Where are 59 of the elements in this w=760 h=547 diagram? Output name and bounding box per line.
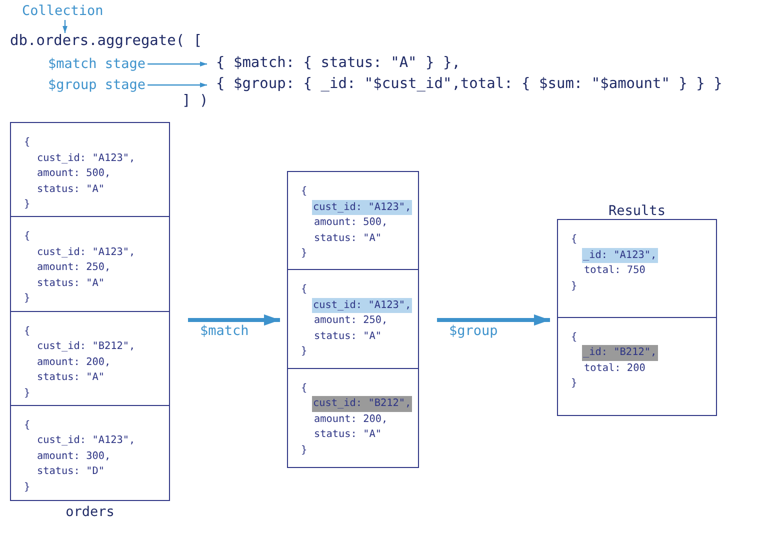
code-text: status: "A"	[37, 276, 104, 291]
code-text: total: 750	[584, 264, 646, 278]
code-text: status: "A"	[314, 428, 382, 442]
code-text: }	[301, 444, 308, 458]
code-text: amount: 300,	[37, 450, 111, 464]
panel-heading: orders	[64, 504, 116, 520]
code-text: }	[24, 480, 30, 495]
code-text: {	[24, 230, 30, 244]
highlighted-field: _id: "B212",	[582, 345, 658, 360]
code-text: status: "A"	[37, 371, 104, 385]
code-text: }	[24, 386, 30, 400]
code-text: amount: 200,	[314, 412, 388, 427]
code-text: {	[301, 185, 308, 199]
code-text: status: "A"	[314, 232, 382, 246]
arrow	[62, 20, 68, 33]
code-text: ] )	[182, 93, 208, 109]
code-text: {	[24, 418, 30, 433]
code-text: cust_id: "A123",	[37, 152, 136, 166]
code-text: }	[571, 377, 578, 391]
code-text: status: "A"	[314, 330, 382, 344]
callout-text: $match stage	[48, 56, 146, 72]
arrow	[148, 82, 207, 88]
code-text: amount: 200,	[37, 356, 111, 370]
code-text: status: "A"	[37, 182, 104, 196]
code-text: cust_id: "B212",	[37, 340, 136, 354]
code-line: db.orders.aggregate( [	[10, 33, 202, 49]
code-text: status: "D"	[37, 465, 104, 480]
edge-label: $match	[200, 323, 249, 339]
callout-text: Collection	[22, 3, 104, 19]
code-line: { $group: { _id: "$cust_id",total: { $sum: "$amount" } } }	[216, 76, 722, 92]
code-text: {	[571, 330, 578, 344]
code-text: }	[301, 247, 308, 261]
highlighted-field: cust_id: "A123",	[312, 200, 412, 215]
code-text: }	[24, 292, 30, 306]
code-text: cust_id: "A123",	[37, 434, 136, 448]
code-text: {	[301, 382, 308, 396]
code-text: {	[24, 324, 30, 338]
code-text: }	[24, 198, 30, 212]
code-text: total: 200	[584, 362, 646, 376]
code-text: }	[571, 280, 578, 294]
panel-heading: Results	[608, 203, 666, 219]
code-text: cust_id: "A123",	[37, 246, 136, 260]
code-text: {	[571, 233, 578, 247]
arrow	[188, 314, 280, 326]
code-text: amount: 500,	[37, 167, 111, 181]
highlighted-field: _id: "A123",	[582, 248, 658, 263]
code-line: { $match: { status: "A" } },	[216, 55, 460, 71]
arrow	[148, 62, 207, 66]
code-text: }	[301, 345, 308, 360]
code-text: amount: 250,	[314, 314, 388, 328]
code-text: amount: 250,	[37, 261, 111, 276]
edge-label: $group	[449, 323, 498, 339]
highlighted-field: cust_id: "B212",	[312, 396, 412, 412]
code-text: {	[24, 136, 30, 150]
callout-text: $group stage	[48, 77, 146, 93]
code-text: {	[301, 283, 308, 298]
code-text: amount: 500,	[314, 216, 388, 230]
highlighted-field: cust_id: "A123",	[312, 298, 412, 314]
arrow	[437, 314, 550, 326]
